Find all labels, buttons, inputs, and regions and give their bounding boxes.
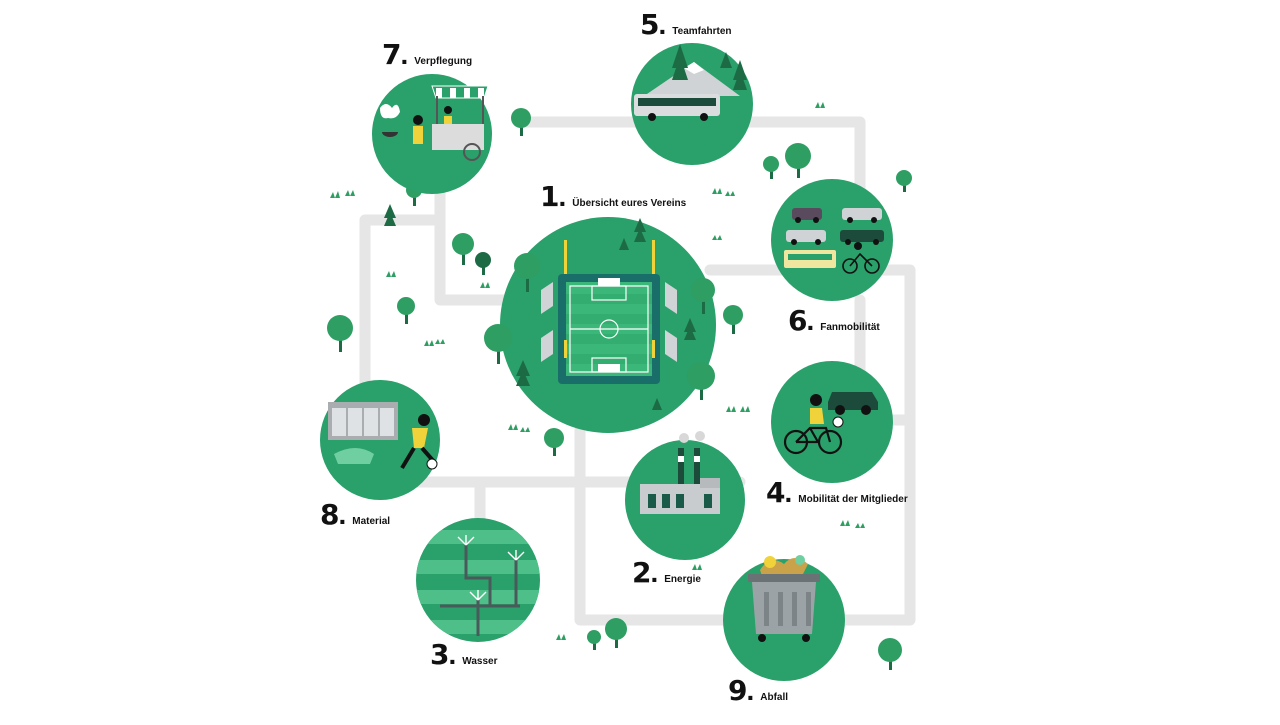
station-title: Wasser: [462, 656, 498, 667]
label-station-9: 9. Abfall: [728, 674, 789, 707]
station-number: 5: [640, 8, 660, 41]
station-title: Mobilität der Mitglieder: [798, 494, 908, 505]
station-title: Energie: [664, 574, 701, 585]
tree-icon: [763, 156, 779, 179]
grass-tufts: [330, 102, 865, 640]
tree-icon: [514, 253, 540, 292]
station-title: Teamfahrten: [672, 26, 732, 37]
station-verein[interactable]: [484, 217, 716, 433]
station-mitglieder[interactable]: [771, 361, 893, 483]
station-verpflegung[interactable]: [372, 74, 492, 194]
station-abfall[interactable]: [723, 555, 845, 681]
tree-icon: [511, 108, 531, 136]
label-station-1: 1. Übersicht eures Vereins: [540, 180, 687, 213]
station-teamfahrten[interactable]: [631, 43, 753, 165]
tree-icon: [397, 297, 415, 324]
label-station-8: 8. Material: [320, 498, 391, 531]
tree-icon: [484, 324, 512, 364]
station-energie[interactable]: [625, 431, 745, 560]
station-title: Abfall: [760, 692, 789, 703]
station-number: 1: [540, 180, 560, 213]
tree-icon: [878, 638, 902, 670]
station-number: 7: [382, 38, 402, 71]
tree-icon: [896, 170, 912, 192]
station-fanmobilitaet[interactable]: [771, 179, 893, 301]
station-number: 4: [766, 476, 786, 509]
station-wasser[interactable]: [410, 515, 550, 645]
station-title: Fanmobilität: [820, 322, 880, 333]
tree-icon: [687, 362, 715, 400]
tree-icon: [691, 278, 715, 314]
station-material[interactable]: [320, 380, 440, 500]
station-number: 8: [320, 498, 340, 531]
tree-icon: [785, 143, 811, 178]
label-station-4: 4. Mobilität der Mitglieder: [766, 476, 908, 509]
station-number: 2: [632, 556, 652, 589]
tree-icon: [452, 233, 474, 265]
label-station-3: 3. Wasser: [430, 638, 498, 671]
tree-icon: [384, 204, 396, 226]
station-title: Material: [352, 516, 391, 527]
tree-icon: [544, 428, 564, 456]
station-title: Übersicht eures Vereins: [572, 198, 687, 209]
label-station-6: 6. Fanmobilität: [788, 304, 880, 337]
tree-icon: [327, 315, 353, 352]
station-title: Verpflegung: [414, 56, 473, 67]
tree-icon: [475, 252, 491, 275]
tree-icon: [605, 618, 627, 648]
station-number: 9: [728, 674, 748, 707]
tree-icon: [723, 305, 743, 334]
station-number: 6: [788, 304, 808, 337]
trees: [327, 108, 912, 670]
tree-icon: [587, 630, 601, 650]
label-station-2: 2. Energie: [632, 556, 701, 589]
label-station-5: 5. Teamfahrten: [640, 8, 732, 41]
station-number: 3: [430, 638, 450, 671]
label-station-7: 7. Verpflegung: [382, 38, 473, 71]
